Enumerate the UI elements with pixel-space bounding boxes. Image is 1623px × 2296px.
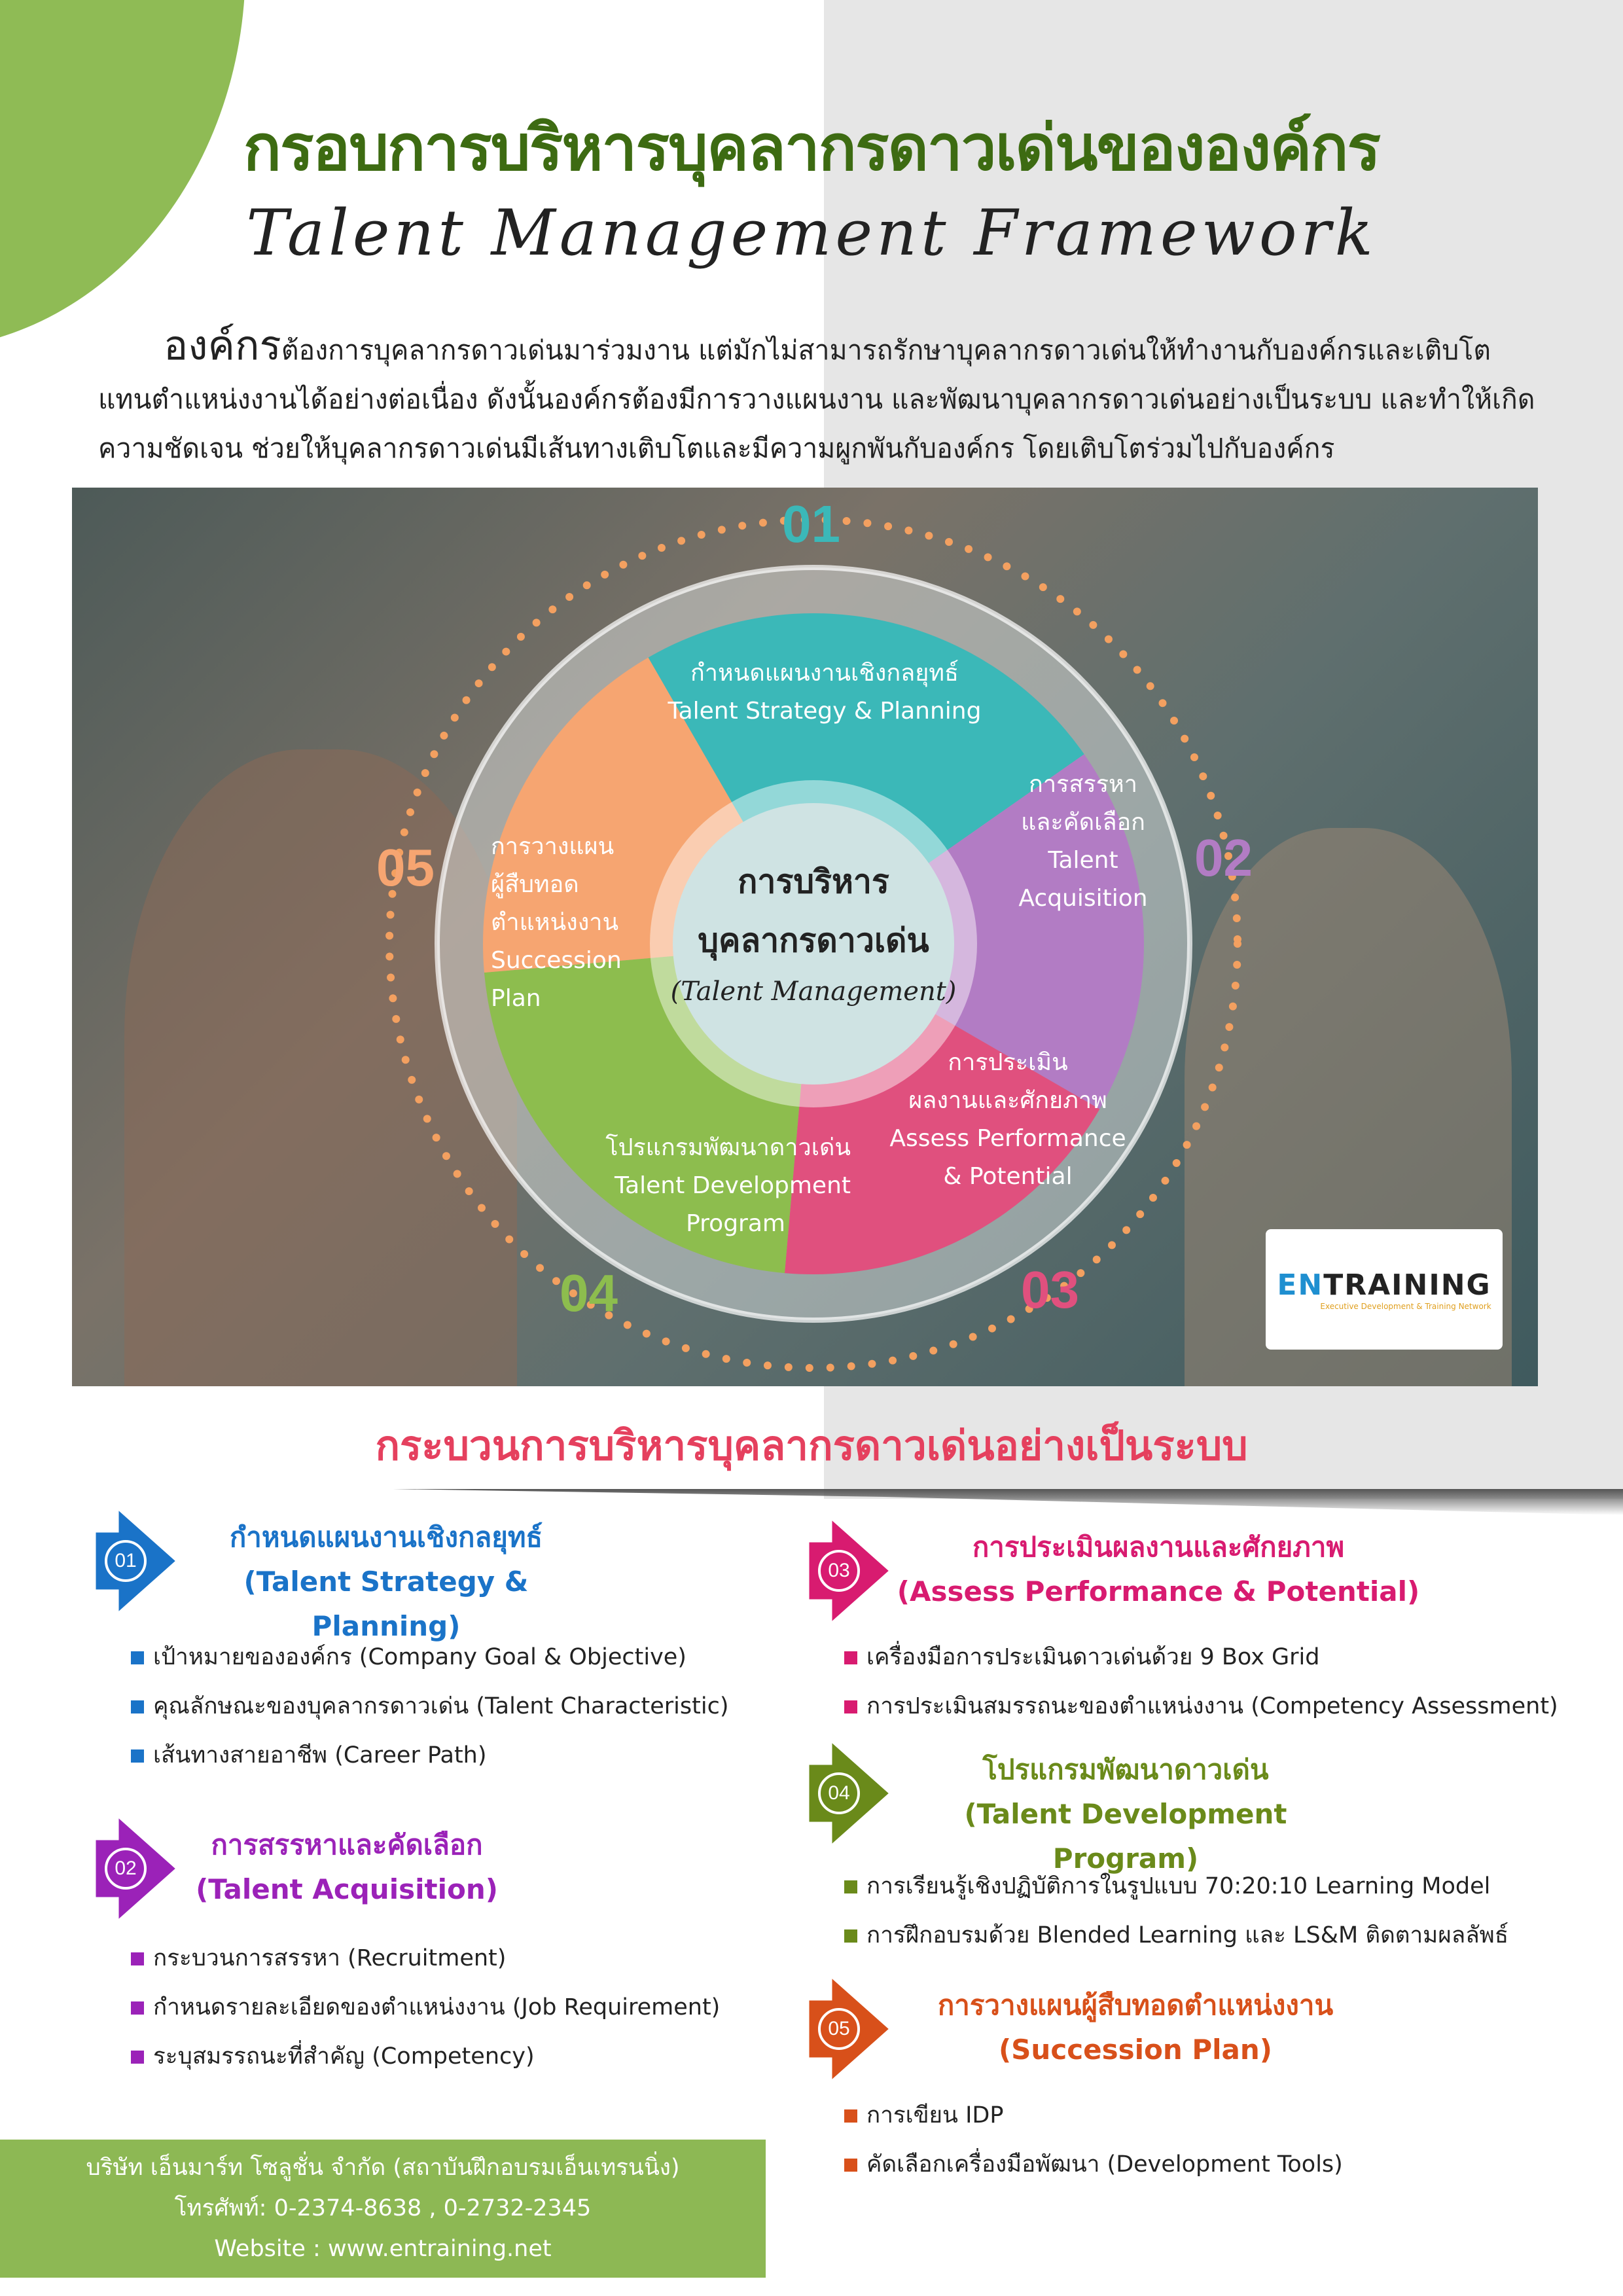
bullet-square-icon (844, 1929, 857, 1943)
footer-contact: บริษัท เอ็นมาร์ท โซลูชั่น จำกัด (สถาบันฝ… (0, 2140, 766, 2278)
step-02-badge: 02 (92, 1813, 180, 1924)
list-item: การเรียนรู้เชิงปฏิบัติการในรูปแบบ 70:20:… (844, 1862, 1597, 1911)
bullet-square-icon (844, 1700, 857, 1713)
center-line-2: บุคลากรดาวเด่น (698, 922, 929, 960)
list-item: เป้าหมายขององค์กร (Company Goal & Object… (131, 1633, 785, 1682)
list-item: การฝึกอบรมด้วย Blended Learning และ LS&M… (844, 1911, 1597, 1960)
section-title-en: (Talent Development Program) (964, 1798, 1287, 1874)
section-heading: โปรแกรมพัฒนาดาวเด่น (Talent Development P… (897, 1748, 1355, 1881)
step-number: 03 (818, 1550, 860, 1592)
step-01-badge: 01 (92, 1505, 180, 1617)
segment-01-label: กำหนดแผนงานเชิงกลยุทธ์Talent Strategy & … (668, 660, 982, 725)
center-line-1: การบริหาร (738, 863, 889, 901)
section-items: การเรียนรู้เชิงปฏิบัติการในรูปแบบ 70:20:… (844, 1862, 1597, 1960)
section-title-en: (Assess Performance & Potential) (897, 1575, 1420, 1607)
section-items: กระบวนการสรรหา (Recruitment)กำหนดรายละเอ… (131, 1934, 785, 2081)
section-title-th: การสรรหาและคัดเลือก (211, 1829, 483, 1861)
list-item: ระบุสมรรถนะที่สำคัญ (Competency) (131, 2032, 785, 2081)
bullet-square-icon (844, 2109, 857, 2123)
bullet-square-icon (131, 1952, 144, 1965)
step-number: 02 (105, 1848, 147, 1890)
step-number: 01 (105, 1540, 147, 1582)
framework-wheel (385, 516, 1241, 1372)
list-item: คัดเลือกเครื่องมือพัฒนา (Development Too… (844, 2140, 1597, 2189)
section-title-th: การวางแผนผู้สืบทอดตำแหน่งงาน (937, 1989, 1334, 2021)
section-title-en: (Succession Plan) (998, 2034, 1272, 2066)
intro-lead: องค์กร (164, 321, 281, 369)
page-subtitle: Talent Management Framework (246, 196, 1377, 270)
list-item: กระบวนการสรรหา (Recruitment) (131, 1934, 785, 1983)
step-number-05: 05 (376, 838, 435, 897)
bullet-square-icon (844, 1880, 857, 1893)
section-title-en: (Talent Acquisition) (196, 1873, 498, 1905)
list-item: การประเมินสมรรถนะของตำแหน่งงาน (Competen… (844, 1682, 1597, 1731)
step-05-badge: 05 (805, 1973, 893, 2085)
step-number: 05 (818, 2008, 860, 2050)
section-items: เป้าหมายขององค์กร (Company Goal & Object… (131, 1633, 785, 1780)
bullet-square-icon (131, 2051, 144, 2064)
section-heading: การวางแผนผู้สืบทอดตำแหน่งงาน (Succession … (897, 1983, 1374, 2072)
section-heading: การประเมินผลงานและศักยภาพ (Assess Perform… (897, 1525, 1420, 1614)
bullet-square-icon (131, 2001, 144, 2015)
list-item: การเขียน IDP (844, 2091, 1597, 2140)
wheel-segment-02 (813, 754, 1144, 1109)
process-title: กระบวนการบริหารบุคลากรดาวเด่นอย่างเป็นระ… (375, 1422, 1248, 1469)
footer-phone: โทรศัพท์: 0-2374-8638 , 0-2732-2345 (174, 2195, 592, 2221)
step-04-badge: 04 (805, 1738, 893, 1849)
step-number-02: 02 (1194, 829, 1253, 887)
bullet-square-icon (131, 1651, 144, 1664)
dotted-ring (385, 516, 1241, 1372)
bullet-square-icon (844, 2159, 857, 2172)
background-person-left (124, 749, 517, 1386)
step-number-04: 04 (560, 1264, 618, 1322)
section-title-en: (Talent Strategy & Planning) (243, 1566, 529, 1642)
decorative-green-arc (0, 0, 245, 338)
section-items: เครื่องมือการประเมินดาวเด่นด้วย 9 Box Gr… (844, 1633, 1597, 1731)
list-item: เครื่องมือการประเมินดาวเด่นด้วย 9 Box Gr… (844, 1633, 1597, 1682)
bullet-square-icon (844, 1651, 857, 1664)
intro-paragraph: องค์กรต้องการบุคลากรดาวเด่นมาร่วมงาน แต่… (98, 321, 1538, 473)
list-item: กำหนดรายละเอียดของตำแหน่งงาน (Job Requir… (131, 1983, 785, 2032)
page-title: กรอบการบริหารบุคลากรดาวเด่นขององค์กร (243, 111, 1381, 185)
footer-website[interactable]: Website : www.entraining.net (214, 2236, 552, 2262)
list-item: คุณลักษณะของบุคลากรดาวเด่น (Talent Chara… (131, 1682, 785, 1731)
section-heading: การสรรหาและคัดเลือก (Talent Acquisition) (183, 1823, 510, 1912)
wheel-center-label: การบริหาร บุคลากรดาวเด่น (Talent Managem… (669, 800, 957, 1088)
step-03-badge: 03 (805, 1515, 893, 1626)
step-number: 04 (818, 1772, 860, 1814)
list-item: เส้นทางสายอาชีพ (Career Path) (131, 1731, 785, 1780)
section-title-th: การประเมินผลงานและศักยภาพ (972, 1531, 1345, 1563)
section-heading: กำหนดแผนงานเชิงกลยุทธ์ (Talent Strategy &… (183, 1515, 589, 1649)
step-number-03: 03 (1021, 1261, 1079, 1319)
bullet-square-icon (131, 1700, 144, 1713)
center-disc (673, 803, 954, 1085)
section-title-th: กำหนดแผนงานเชิงกลยุทธ์ (229, 1521, 543, 1553)
step-number-01: 01 (782, 495, 840, 553)
divider-shadow (393, 1489, 1623, 1515)
bullet-square-icon (131, 1749, 144, 1763)
center-line-3: (Talent Management) (670, 977, 957, 1007)
wheel-segment-01 (648, 613, 1084, 944)
footer-company: บริษัท เอ็นมาร์ท โซลูชั่น จำกัด (สถาบันฝ… (86, 2155, 680, 2181)
section-title-th: โปรแกรมพัฒนาดาวเด่น (982, 1753, 1269, 1785)
intro-text: ต้องการบุคลากรดาวเด่นมาร่วมงาน แต่มักไม่… (98, 334, 1535, 464)
